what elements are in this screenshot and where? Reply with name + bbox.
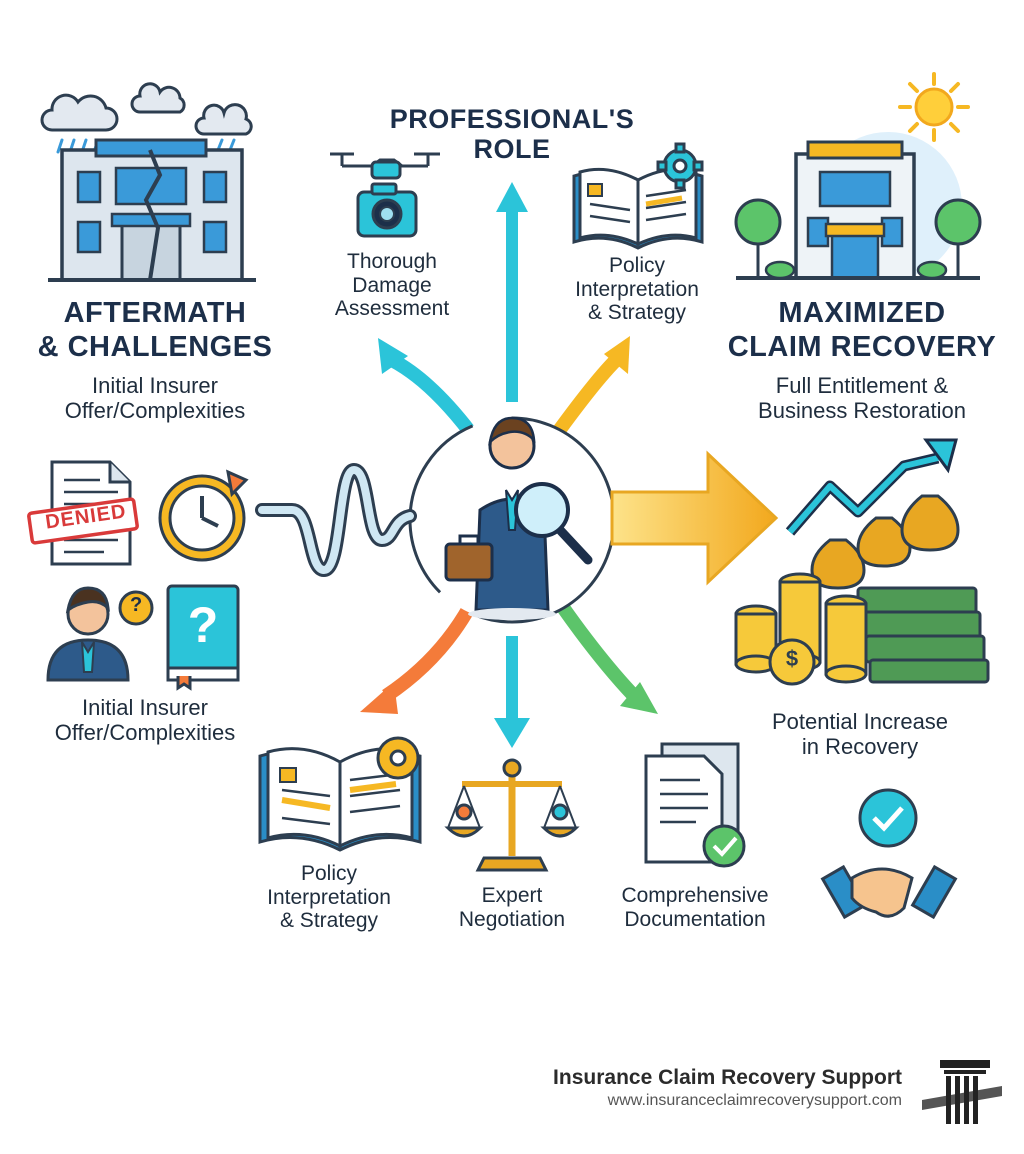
company-logo-icon	[922, 1060, 1002, 1124]
footer-brand: Insurance Claim Recovery Support	[553, 1066, 902, 1089]
role-policy-bottom-line2: Interpretation	[267, 885, 391, 909]
aftermath-bottom-label: Initial Insurer Offer/Complexities	[20, 695, 270, 745]
role-negotiation-line2: Negotiation	[458, 907, 566, 931]
clock-icon	[158, 469, 249, 562]
denied-document-icon	[27, 460, 139, 566]
question-mark-icon: ?	[130, 594, 143, 616]
role-damage-line1: Thorough	[347, 250, 437, 273]
center-title: PROFESSIONAL'S ROLE	[352, 104, 672, 164]
role-expert-negotiation: Expert Negotiation	[442, 884, 582, 931]
growth-chart-icon	[785, 438, 958, 536]
role-documentation: Comprehensive Documentation	[600, 884, 790, 931]
aftermath-subtitle-line2: Offer/Complexities	[64, 397, 246, 423]
restored-building-icon	[734, 72, 982, 280]
maximized-subtitle: Full Entitlement & Business Restoration	[712, 373, 1012, 423]
confused-person-icon	[46, 586, 154, 682]
policy-book-gear-bottom-icon	[258, 736, 422, 852]
maximized-subtitle-line2: Business Restoration	[758, 397, 966, 423]
documents-check-icon	[644, 742, 746, 868]
maximized-title-line2: CLAIM RECOVERY	[727, 331, 997, 363]
role-documentation-line1: Comprehensive	[621, 884, 769, 907]
role-damage-line2: Damage	[352, 273, 432, 297]
drone-camera-icon	[330, 152, 440, 238]
role-policy-bottom-line3: & Strategy	[279, 909, 379, 933]
role-policy-bottom-line1: Policy	[300, 862, 358, 885]
potential-increase-label: Potential Increase in Recovery	[740, 709, 980, 759]
question-book-icon	[166, 584, 240, 691]
role-documentation-line2: Documentation	[624, 907, 766, 931]
policy-book-gear-icon	[572, 142, 704, 250]
center-title-line2: ROLE	[473, 134, 551, 164]
role-arrows	[360, 182, 658, 748]
aftermath-title-line1: AFTERMATH	[63, 297, 247, 329]
center-title-line1: PROFESSIONAL'S	[389, 104, 635, 134]
role-policy-top-line2: Interpretation	[575, 277, 699, 301]
aftermath-title: AFTERMATH & CHALLENGES	[20, 296, 290, 364]
potential-increase-line1: Potential Increase	[771, 709, 949, 734]
handshake-check-icon	[820, 788, 958, 920]
role-policy-bottom: Policy Interpretation & Strategy	[244, 862, 414, 933]
aftermath-subtitle-line1: Initial Insurer	[92, 373, 218, 398]
book-question-mark-icon: ?	[187, 597, 219, 653]
transition-arrow	[610, 450, 779, 586]
damaged-building-icon	[40, 82, 256, 282]
role-damage-line3: Assessment	[334, 297, 450, 321]
aftermath-bottom-line2: Offer/Complexities	[54, 719, 236, 745]
maximized-title: MAXIMIZED CLAIM RECOVERY	[712, 296, 1012, 364]
aftermath-bottom-line1: Initial Insurer	[82, 695, 208, 720]
maximized-subtitle-line1: Full Entitlement &	[775, 373, 949, 398]
maximized-title-line1: MAXIMIZED	[778, 297, 946, 329]
potential-increase-line2: in Recovery	[801, 733, 919, 759]
money-stack-icon	[734, 494, 990, 686]
footer-url[interactable]: www.insuranceclaimrecoverysupport.com	[607, 1092, 902, 1109]
role-policy-top: Policy Interpretation & Strategy	[552, 254, 722, 325]
aftermath-title-line2: & CHALLENGES	[37, 331, 273, 363]
professional-figure	[408, 416, 616, 624]
role-negotiation-line1: Expert	[481, 884, 543, 907]
aftermath-subtitle: Initial Insurer Offer/Complexities	[20, 373, 290, 423]
scales-of-justice-icon	[444, 758, 580, 872]
role-policy-top-line1: Policy	[608, 254, 666, 277]
dollar-coin-icon: $	[785, 646, 799, 671]
role-damage-assessment: Thorough Damage Assessment	[312, 250, 472, 321]
role-policy-top-line3: & Strategy	[587, 301, 687, 325]
